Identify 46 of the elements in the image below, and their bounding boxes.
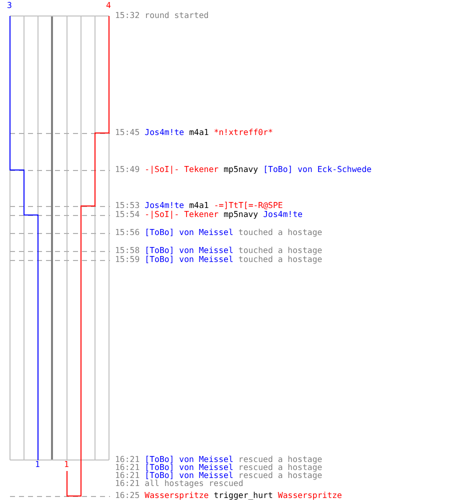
player-name: [ToBo] von Meissel: [144, 471, 234, 480]
log-time: 16:25: [115, 491, 140, 500]
player-name: Jos4m!te: [144, 128, 184, 137]
player-name: Jos4m!te: [144, 201, 184, 210]
event-text: touched a hostage: [238, 228, 322, 237]
log-time: 15:32: [115, 11, 140, 20]
score-number: 1: [35, 460, 40, 469]
log-time: 15:53: [115, 201, 140, 210]
event-text: rescued a hostage: [238, 463, 322, 472]
event-text: touched a hostage: [238, 255, 322, 264]
player-name: -|SoI|- Tekener: [144, 165, 219, 174]
log-time: 16:21: [115, 471, 140, 480]
weapon-name: mp5navy: [224, 210, 258, 219]
player-name: Wasserspritze: [144, 491, 209, 500]
weapon-name: trigger_hurt: [214, 491, 273, 500]
player-name: [ToBo] von Meissel: [144, 463, 234, 472]
weapon-name: m4a1: [189, 128, 209, 137]
event-text: rescued a hostage: [238, 455, 322, 464]
log-time: 15:56: [115, 228, 140, 237]
score-number: 3: [7, 1, 12, 10]
log-time: 15:58: [115, 246, 140, 255]
log-time: 15:45: [115, 128, 140, 137]
log-time: 15:59: [115, 255, 140, 264]
event-text: touched a hostage: [238, 246, 322, 255]
player-name: -|SoI|- Tekener: [144, 210, 219, 219]
player-name: Jos4m!te: [263, 210, 303, 219]
weapon-name: mp5navy: [224, 165, 258, 174]
log-time: 16:21: [115, 479, 140, 488]
player-name: Wasserspritze: [278, 491, 342, 500]
player-name: [ToBo] von Meissel: [144, 228, 234, 237]
player-name: *n!xtreff0r*: [214, 128, 273, 137]
log-time: 15:54: [115, 210, 140, 219]
score-number: 1: [64, 460, 69, 469]
player-name: [ToBo] von Meissel: [144, 455, 234, 464]
weapon-name: m4a1: [189, 201, 209, 210]
log-time: 16:21: [115, 463, 140, 472]
event-text: rescued a hostage: [238, 471, 322, 480]
event-text: round started: [144, 11, 209, 20]
event-text: all hostages rescued: [144, 479, 244, 488]
player-name: -=]TtT[=-R@SPE: [214, 201, 283, 210]
log-time: 15:49: [115, 165, 140, 174]
player-name: [ToBo] von Eck-Schwede: [263, 165, 372, 174]
score-number: 4: [106, 1, 111, 10]
player-name: [ToBo] von Meissel: [144, 255, 234, 264]
player-name: [ToBo] von Meissel: [144, 246, 234, 255]
log-time: 16:21: [115, 455, 140, 464]
